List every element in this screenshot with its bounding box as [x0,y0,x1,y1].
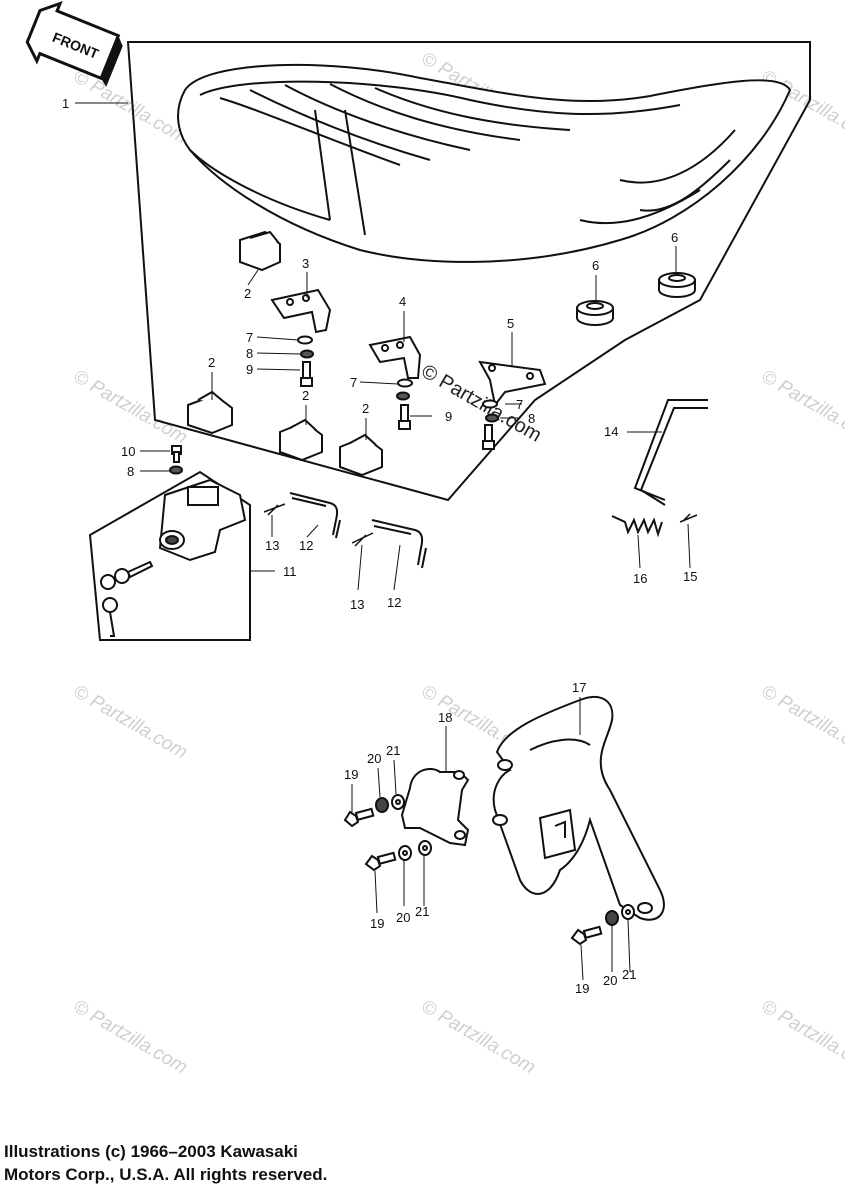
clip [679,513,698,523]
callout-21: 21 [386,743,400,758]
callout-19: 19 [370,916,384,931]
callout-13: 13 [350,597,364,612]
callout-18: 18 [438,710,452,725]
hinge-pin [289,492,341,539]
copyright-line-1: Illustrations (c) 1966–2003 Kawasaki [4,1142,298,1161]
seat-lock-frame [88,470,251,641]
watermark: © Partzilla.com [758,366,845,448]
callout-14: 14 [604,424,618,439]
callout-1: 1 [62,96,69,111]
hardware-washers-bolts [169,335,499,475]
callout-20: 20 [367,751,381,766]
callout-17: 17 [572,680,586,695]
watermark: © Partzilla.com [70,681,191,763]
rubber-damper [187,390,233,435]
key-icon [100,560,154,637]
seat-lock [158,478,247,562]
callout-21: 21 [415,904,429,919]
rubber-damper [239,230,281,272]
callout-2: 2 [208,355,215,370]
callout-19: 19 [344,767,358,782]
callout-8: 8 [528,411,535,426]
callout-10: 10 [121,444,135,459]
seat-bracket-4 [368,335,422,379]
watermark: © Partzilla.com [70,366,191,448]
spring [611,515,663,538]
rubber-damper [339,433,383,477]
callout-15: 15 [683,569,697,584]
callout-9: 9 [246,362,253,377]
callout-8: 8 [246,346,253,361]
rubber-foot [658,272,696,298]
watermark: © Partzilla.com [758,996,845,1078]
seat-bracket-3 [270,288,332,334]
copyright-line-2: Motors Corp., U.S.A. All rights reserved… [4,1165,328,1184]
copyright-notice: Illustrations (c) 1966–2003 Kawasaki Mot… [4,1140,327,1186]
callout-8: 8 [127,464,134,479]
callout-2: 2 [362,401,369,416]
leader-lines [75,102,691,981]
bolt-washer-set [343,794,635,946]
seat [177,63,792,263]
seat-bracket-5 [478,360,547,408]
callout-11: 11 [283,564,297,579]
callout-20: 20 [603,973,617,988]
callout-12: 12 [387,595,401,610]
callout-21: 21 [622,967,636,982]
callout-2: 2 [244,286,251,301]
rear-bracket-18 [400,768,470,847]
seat-rod [633,399,708,506]
watermark: © Partzilla.com [418,996,539,1078]
rubber-foot [576,300,614,326]
callout-13: 13 [265,538,279,553]
callout-19: 19 [575,981,589,996]
front-arrow-icon: FRONT [25,1,123,87]
callout-4: 4 [399,294,406,309]
rubber-damper [279,418,323,462]
clip [263,503,374,547]
callout-9: 9 [445,409,452,424]
callout-20: 20 [396,910,410,925]
callout-6: 6 [671,230,678,245]
rear-bracket-17 [492,695,665,921]
callout-7: 7 [246,330,253,345]
callout-5: 5 [507,316,514,331]
callout-16: 16 [633,571,647,586]
callout-12: 12 [299,538,313,553]
callout-7: 7 [516,397,523,412]
watermark: © Partzilla.com [70,996,191,1078]
hinge-pin [371,519,427,569]
seat-assembly-frame [126,41,811,502]
callout-2: 2 [302,388,309,403]
watermark: © Partzilla.com [758,681,845,763]
callout-6: 6 [592,258,599,273]
callouts: 1 2 3 4 5 6 6 7 8 9 2 7 9 7 8 2 2 10 8 1… [62,96,697,996]
callout-3: 3 [302,256,309,271]
callout-7: 7 [350,375,357,390]
